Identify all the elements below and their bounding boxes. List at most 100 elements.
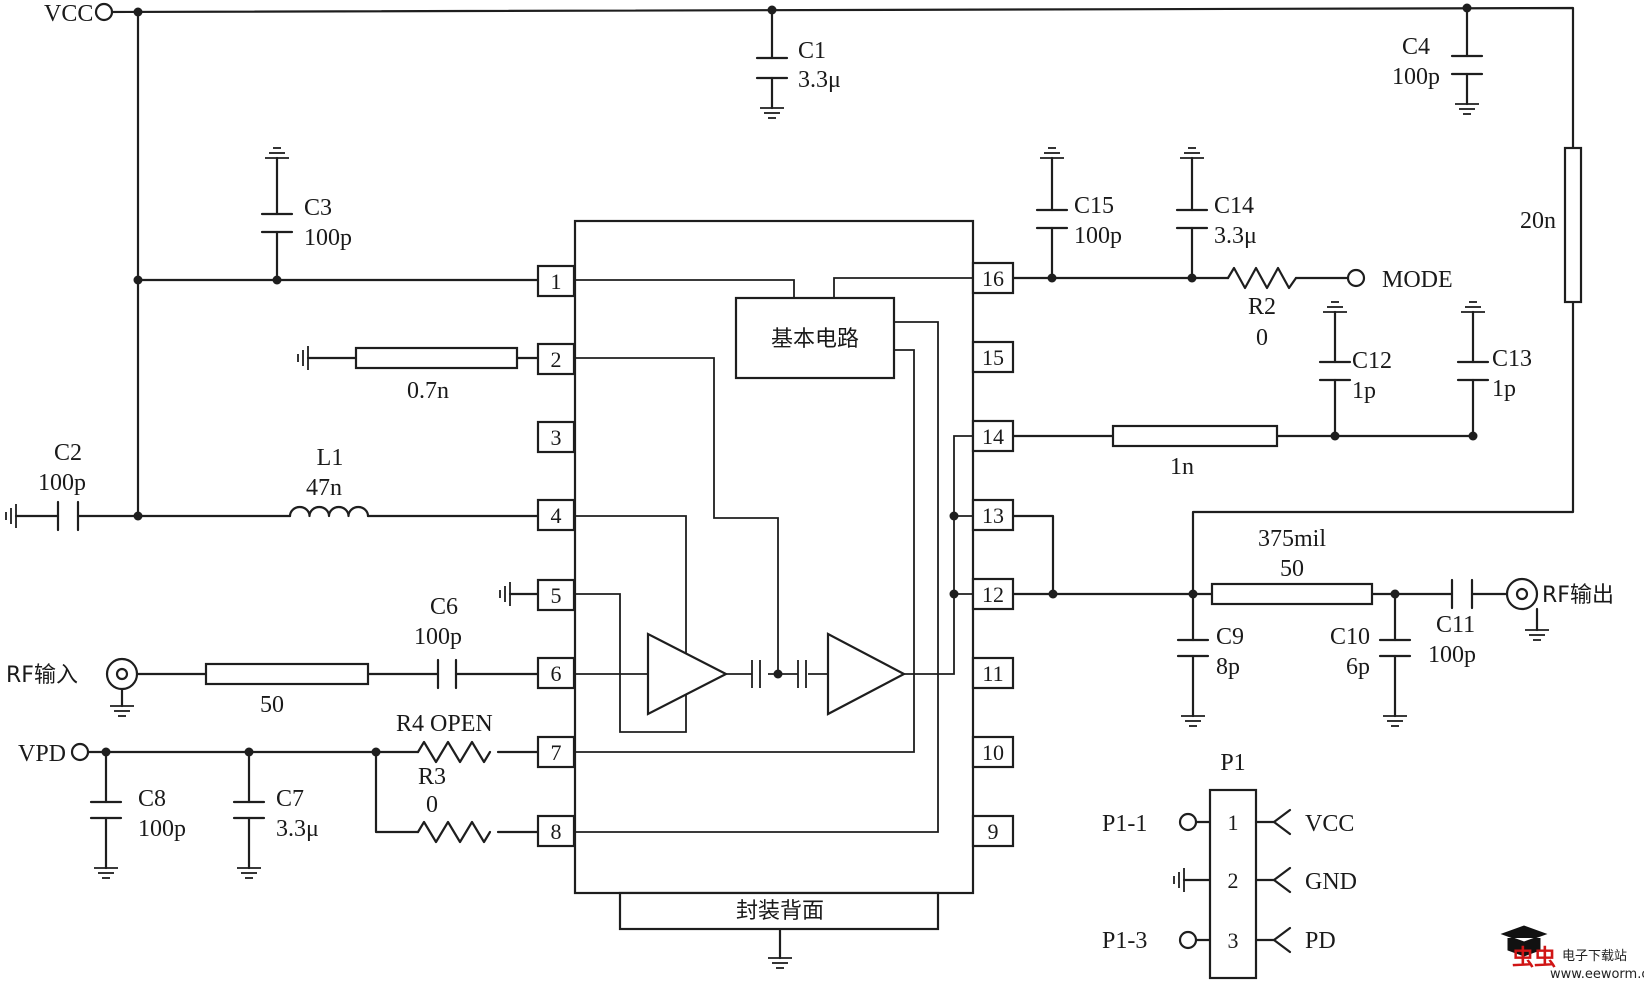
- vcc-label: VCC: [44, 1, 93, 27]
- c13-name: C13: [1492, 346, 1532, 372]
- mode-label: MODE: [1382, 267, 1453, 293]
- c1-value: 3.3μ: [798, 67, 841, 93]
- c15-value: 100p: [1074, 223, 1122, 249]
- resistor-r2: [1226, 266, 1298, 290]
- pin-14: 14: [982, 424, 1004, 449]
- component-labels: C1 3.3μ C4 100p C3 100p C15 100p C14 3.3…: [38, 34, 1556, 842]
- c13-value: 1p: [1492, 376, 1516, 402]
- c6-value: 100p: [414, 624, 462, 650]
- pin-12: 12: [982, 582, 1004, 607]
- tl-20n-label: 20n: [1520, 208, 1556, 234]
- p1-1-label: P1-1: [1102, 811, 1147, 837]
- p1-signal-arrows: [1254, 808, 1292, 954]
- inductor-l1: [288, 505, 370, 518]
- watermark-name: 电子下载站: [1562, 949, 1627, 964]
- resistor-r3: [416, 820, 492, 844]
- c8-value: 100p: [138, 816, 186, 842]
- amplifier-stage-1: [646, 632, 729, 716]
- pin-9: 9: [988, 819, 999, 844]
- pin-2: 2: [551, 347, 562, 372]
- l1-value: 47n: [306, 475, 342, 501]
- p1-pin-1: 1: [1228, 810, 1239, 835]
- c12-value: 1p: [1352, 378, 1376, 404]
- p1-3-terminal[interactable]: [1178, 930, 1198, 950]
- pin-13: 13: [982, 503, 1004, 528]
- c9-name: C9: [1216, 624, 1244, 650]
- pin-11: 11: [982, 661, 1003, 686]
- c9-value: 8p: [1216, 654, 1240, 680]
- vpd-terminal[interactable]: [70, 742, 90, 762]
- c2-name: C2: [54, 440, 82, 466]
- ic-internal-wiring: [575, 277, 973, 833]
- pin-1: 1: [551, 269, 562, 294]
- pin-8: 8: [551, 819, 562, 844]
- amplifier-stage-2: [826, 632, 907, 716]
- c3-value: 100p: [304, 225, 352, 251]
- c2-value: 100p: [38, 470, 86, 496]
- pin-7: 7: [551, 740, 562, 765]
- r3-name: R3: [418, 764, 446, 790]
- vcc-terminal[interactable]: [94, 2, 114, 22]
- tl-50-out-label: 50: [1280, 556, 1304, 582]
- p1-signal-vcc: VCC: [1305, 811, 1354, 837]
- watermark-brand: 虫虫: [1512, 945, 1556, 971]
- tl-50-in-label: 50: [260, 692, 284, 718]
- c14-value: 3.3μ: [1214, 223, 1257, 249]
- c15-name: C15: [1074, 193, 1114, 219]
- pin-6: 6: [551, 661, 562, 686]
- core-circuit-label: 基本电路: [771, 327, 859, 352]
- p1-pin-3: 3: [1228, 928, 1239, 953]
- c7-name: C7: [276, 786, 304, 812]
- c12-name: C12: [1352, 348, 1392, 374]
- pin-15: 15: [982, 345, 1004, 370]
- rf-input-label: RF输入: [6, 663, 78, 688]
- watermark: 虫虫 电子下载站 www.eeworm.com: [1500, 925, 1644, 981]
- ic-pins-right: 16 15 14 13 12 11 10 9: [971, 261, 1015, 848]
- r2-name: R2: [1248, 294, 1276, 320]
- mode-terminal[interactable]: [1346, 268, 1366, 288]
- resistor-r4: [416, 740, 492, 764]
- p1-pin-2: 2: [1228, 868, 1239, 893]
- capacitor-plates: [56, 54, 1490, 820]
- c10-value: 6p: [1346, 654, 1370, 680]
- package-back: [618, 891, 940, 931]
- c14-name: C14: [1214, 193, 1254, 219]
- c1-name: C1: [798, 38, 826, 64]
- c7-value: 3.3μ: [276, 816, 319, 842]
- pin-3: 3: [551, 425, 562, 450]
- c10-name: C10: [1330, 624, 1370, 650]
- p1-3-label: P1-3: [1102, 928, 1147, 954]
- pin-4: 4: [551, 503, 562, 528]
- l1-name: L1: [317, 445, 344, 471]
- c4-value: 100p: [1392, 64, 1440, 90]
- p1-1-terminal[interactable]: [1178, 812, 1198, 832]
- rf-output-label: RF输出: [1542, 583, 1614, 608]
- r4-label: R4 OPEN: [396, 711, 493, 737]
- watermark-url: www.eeworm.com: [1550, 967, 1644, 981]
- pin-5: 5: [551, 583, 562, 608]
- rf-output-connector[interactable]: [1505, 577, 1539, 611]
- c4-name: C4: [1402, 34, 1430, 60]
- rf-input-connector[interactable]: [105, 657, 139, 691]
- p1-title: P1: [1220, 750, 1245, 776]
- c6-name: C6: [430, 594, 458, 620]
- tl-1n-label: 1n: [1170, 454, 1194, 480]
- tl-375mil-label: 375mil: [1258, 526, 1326, 552]
- tl-07n-label: 0.7n: [407, 378, 449, 404]
- junction-dots: [101, 3, 1478, 757]
- transmission-lines: [204, 146, 1583, 686]
- vpd-label: VPD: [18, 741, 66, 767]
- p1-signal-gnd: GND: [1305, 869, 1357, 895]
- package-back-label: 封装背面: [736, 899, 824, 924]
- p1-connector: [1208, 788, 1258, 980]
- p1-signal-pd: PD: [1305, 928, 1336, 954]
- c11-name: C11: [1436, 612, 1475, 638]
- mortarboard-icon: [1500, 925, 1548, 957]
- r2-value: 0: [1256, 325, 1268, 351]
- core-circuit-block: [734, 296, 896, 380]
- pin-16: 16: [982, 266, 1004, 291]
- pin-10: 10: [982, 740, 1004, 765]
- r3-value: 0: [426, 792, 438, 818]
- c3-name: C3: [304, 195, 332, 221]
